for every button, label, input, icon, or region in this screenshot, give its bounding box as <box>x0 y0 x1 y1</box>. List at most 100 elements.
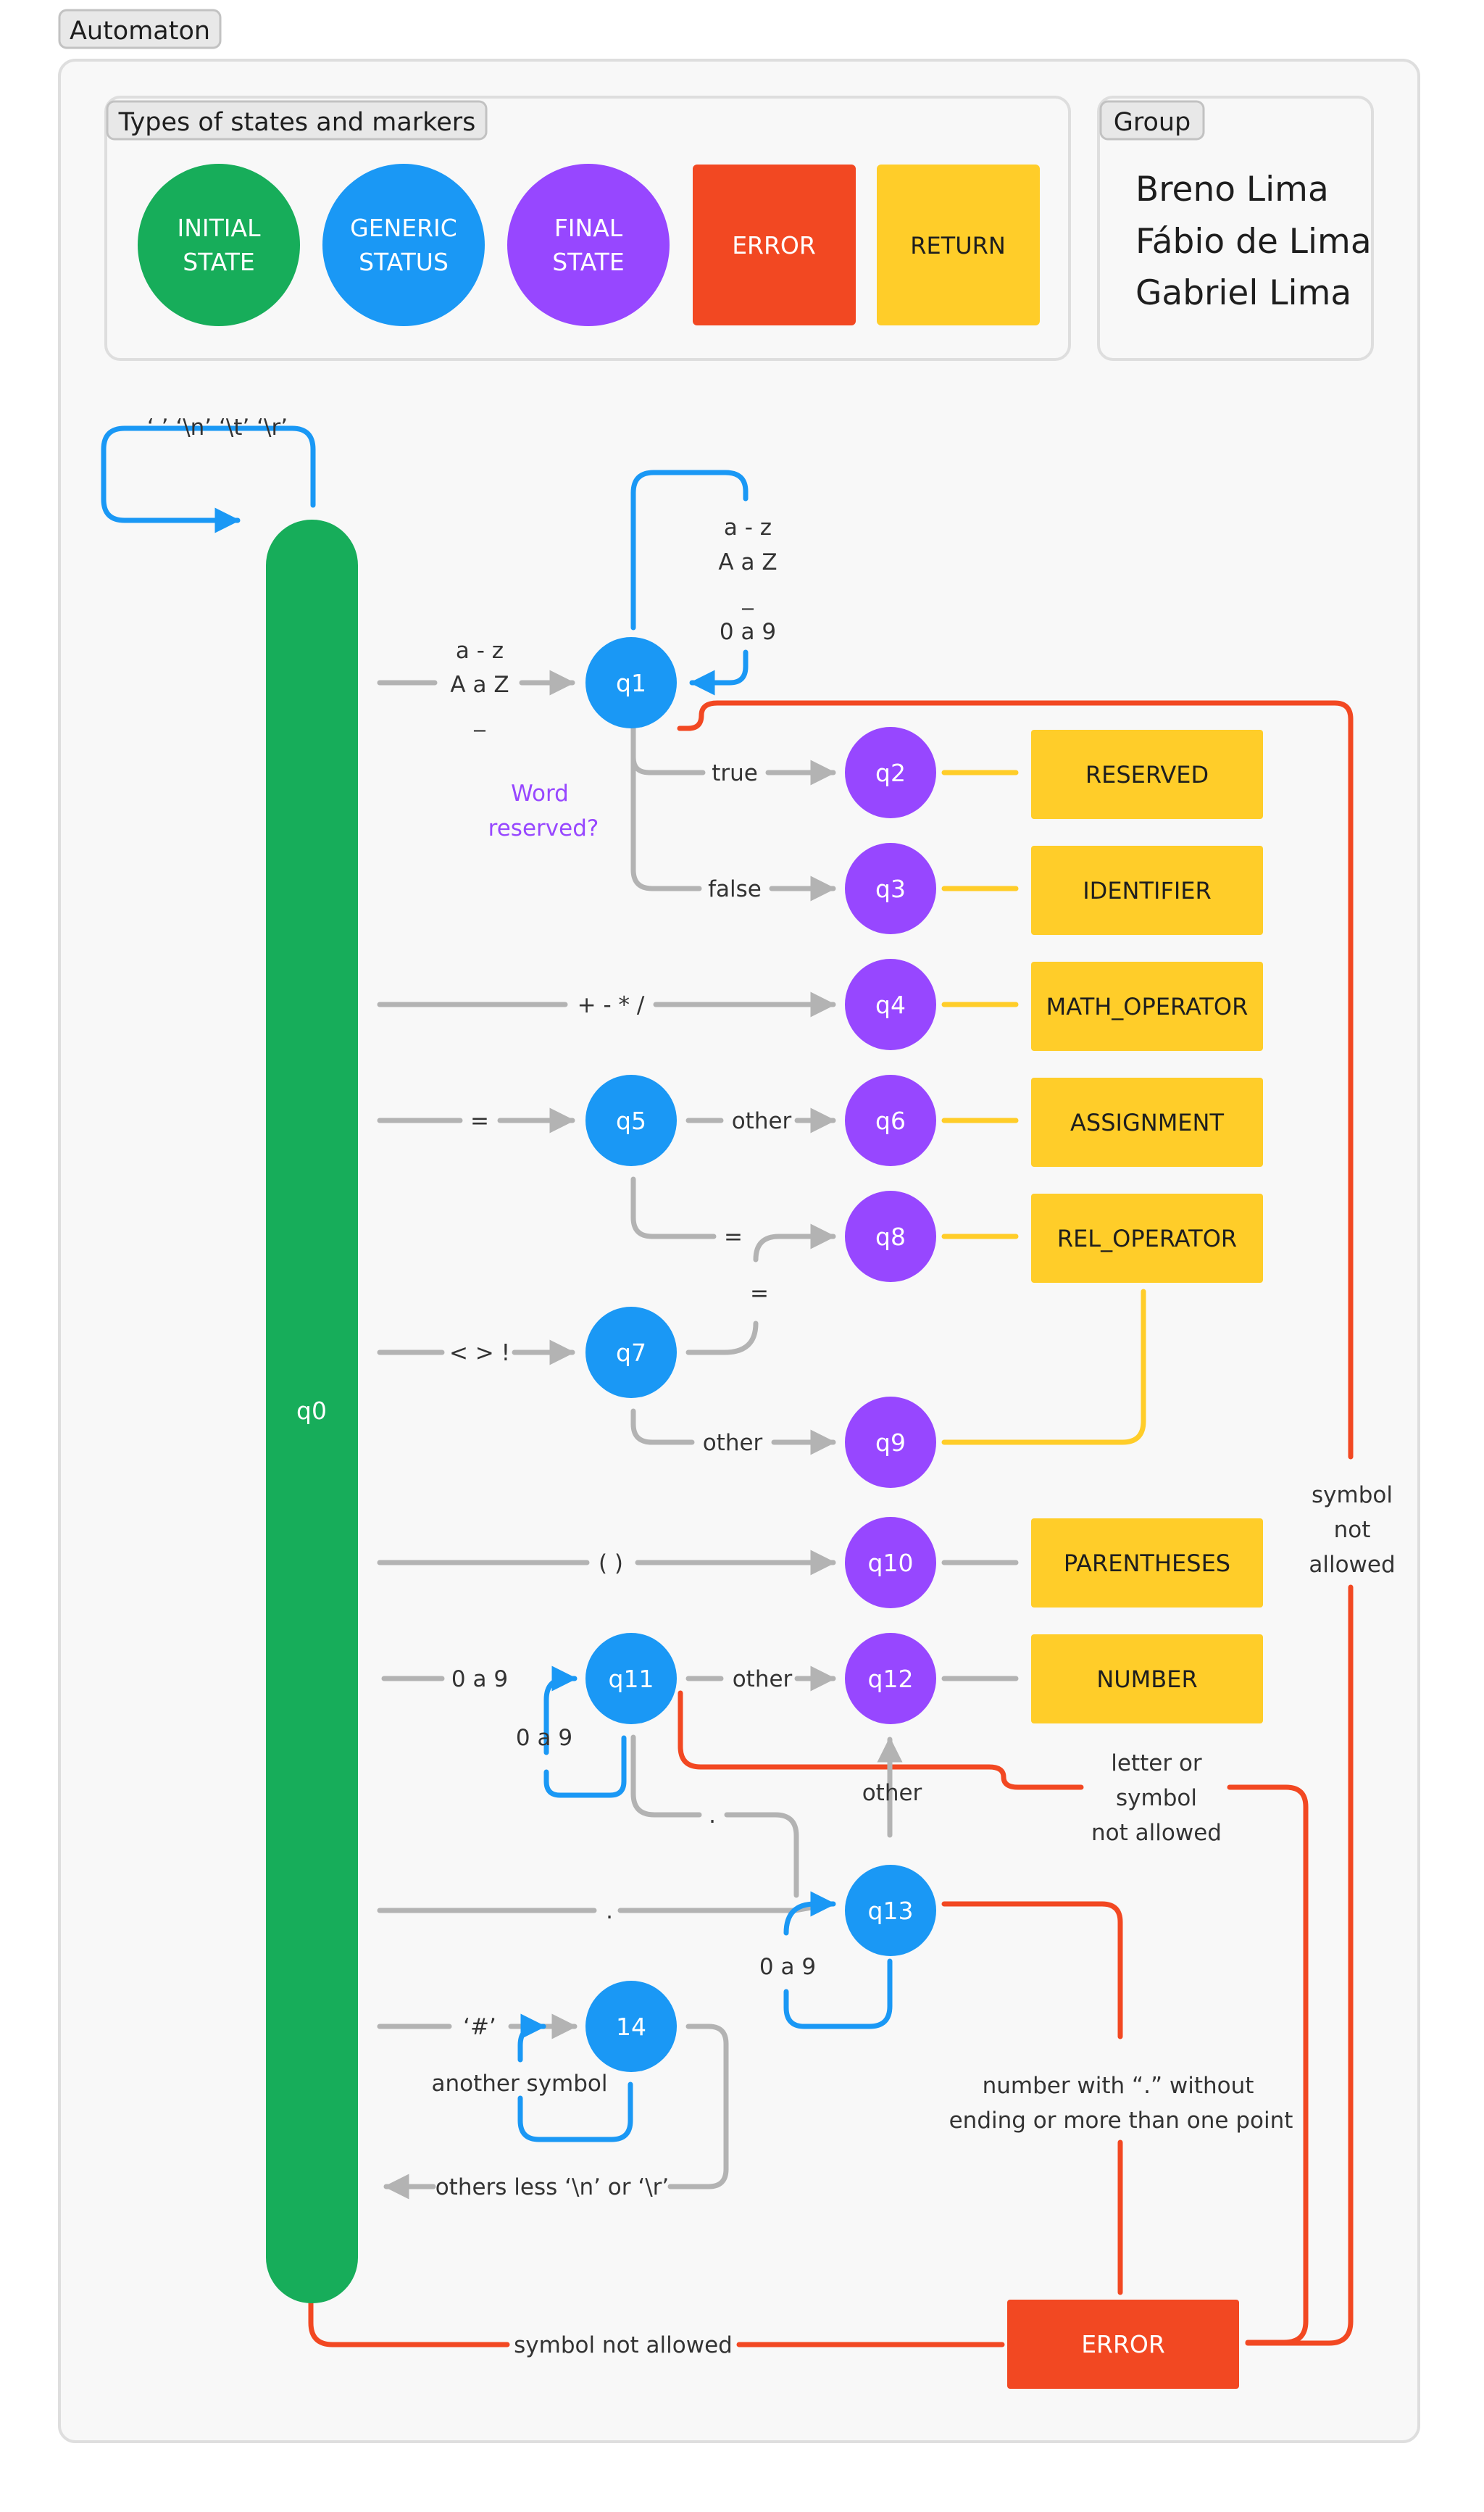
token-rel-operator-label: REL_OPERATOR <box>1057 1225 1237 1252</box>
state-q1: q1 <box>585 637 677 728</box>
legend-generic-line1: GENERIC <box>350 214 457 242</box>
edge-q1-error-b <box>1245 1584 1354 2346</box>
label-true: true <box>712 760 758 786</box>
label-dot-q0: . <box>606 1898 613 1924</box>
label-q0-q1-3: _ <box>473 706 485 732</box>
label-other-q6: other <box>732 1108 792 1134</box>
state-q4-label: q4 <box>875 991 906 1019</box>
state-q11: q11 <box>585 1633 677 1724</box>
label-another-symbol: another symbol <box>431 2071 607 2097</box>
state-q12-label: q12 <box>868 1665 914 1693</box>
label-rel-chars: < > ! <box>449 1340 510 1366</box>
label-q0-q1-1: a - z <box>456 638 504 664</box>
token-error: ERROR <box>1007 2300 1239 2389</box>
error-edges <box>308 700 1354 2347</box>
legend-return-label: RETURN <box>910 232 1006 259</box>
state-q10: q10 <box>845 1517 936 1608</box>
edge-q5-q8 <box>630 1176 717 1239</box>
label-letter-symbol-1: letter or <box>1111 1750 1202 1776</box>
token-error-label: ERROR <box>1081 2330 1165 2358</box>
state-q7-label: q7 <box>616 1339 646 1367</box>
label-whitespace: ‘ ’ ‘\n’ ‘\t’ ‘\r’ <box>147 415 288 441</box>
state-q9-label: q9 <box>875 1428 906 1457</box>
state-q0: q0 <box>266 520 358 2303</box>
group-member-3: Gabriel Lima <box>1135 273 1351 313</box>
state-q0-label: q0 <box>296 1397 327 1425</box>
label-other-q9: other <box>703 1430 763 1456</box>
legend-initial-state <box>138 164 300 326</box>
legend-initial-line2: STATE <box>183 248 255 276</box>
state-q8-label: q8 <box>875 1223 906 1251</box>
token-number: NUMBER <box>1031 1634 1263 1723</box>
label-word-reserved-2: reserved? <box>488 815 599 841</box>
label-other-q12: other <box>733 1666 793 1692</box>
label-digits-q11-loop: 0 a 9 <box>516 1725 572 1751</box>
token-math-operator: MATH_OPERATOR <box>1031 962 1263 1051</box>
label-letter-symbol-2: symbol <box>1116 1785 1197 1811</box>
state-q7: q7 <box>585 1307 677 1398</box>
label-other-q13: other <box>862 1780 922 1806</box>
group-frame: Group Breno Lima Fábio de Lima Gabriel L… <box>1097 96 1374 361</box>
legend-generic-line2: STATUS <box>359 248 449 276</box>
label-others-less: others less ‘\n’ or ‘\r’ <box>435 2174 670 2200</box>
label-symbol-not-allowed-1: symbol <box>1312 1482 1393 1508</box>
edge-q11-error-b <box>1227 1784 1309 2345</box>
automaton-frame <box>58 59 1420 2443</box>
edge-q11-q13 <box>724 1812 799 1898</box>
label-symbol-not-allowed-2: not <box>1334 1517 1371 1543</box>
state-q9: q9 <box>845 1397 936 1488</box>
page-title: Automaton <box>70 17 210 46</box>
state-q2-label: q2 <box>875 759 906 787</box>
group-member-1: Breno Lima <box>1135 170 1329 209</box>
state-q3-label: q3 <box>875 875 906 903</box>
legend-error <box>693 165 856 325</box>
legend-final-state <box>507 164 670 326</box>
state-q14-label: 14 <box>616 2013 646 2041</box>
label-letter-symbol-3: not allowed <box>1091 1820 1222 1846</box>
state-q5: q5 <box>585 1075 677 1166</box>
label-number-dot-2: ending or more than one point <box>949 2108 1293 2134</box>
edge-q0-whitespace-loop <box>101 425 316 533</box>
edge-q7-q8 <box>753 1223 836 1263</box>
edge-q0-error-a <box>308 2298 510 2347</box>
label-q1-loop-4: 0 a 9 <box>720 619 776 645</box>
legend-initial-line1: INITIAL <box>177 214 261 242</box>
legend-title: Types of states and markers <box>118 108 476 137</box>
automaton-tab: Automaton <box>58 9 222 49</box>
state-q12: q12 <box>845 1633 936 1724</box>
label-false: false <box>708 876 762 902</box>
label-symbol-not-allowed-3: allowed <box>1309 1552 1395 1578</box>
token-rel-operator: REL_OPERATOR <box>1031 1194 1263 1283</box>
label-digits-q13-loop: 0 a 9 <box>759 1954 816 1980</box>
state-q14: 14 <box>585 1981 677 2072</box>
state-q13-label: q13 <box>868 1897 914 1925</box>
label-hash: ‘#’ <box>463 2014 496 2040</box>
label-q1-loop-3: _ <box>741 584 754 610</box>
label-paren: ( ) <box>599 1550 623 1576</box>
legend-generic-status <box>322 164 485 326</box>
state-q6-label: q6 <box>875 1107 906 1135</box>
label-eq-q7-q8: = <box>750 1281 769 1307</box>
label-q1-loop-2: A a Z <box>718 549 777 575</box>
edge-q1-error-a <box>677 700 1354 1460</box>
legend-error-label: ERROR <box>732 231 816 259</box>
label-dot-q11: . <box>709 1802 716 1829</box>
token-identifier: IDENTIFIER <box>1031 846 1263 935</box>
token-assignment: ASSIGNMENT <box>1031 1078 1263 1167</box>
state-q10-label: q10 <box>868 1549 914 1577</box>
loop-edges <box>101 425 893 2142</box>
token-reserved-label: RESERVED <box>1085 761 1209 789</box>
state-q13: q13 <box>845 1865 936 1956</box>
token-identifier-label: IDENTIFIER <box>1083 877 1212 904</box>
edge-q13-loop <box>783 1891 836 1936</box>
edge-q13-error-a <box>941 1901 1123 2039</box>
state-q8: q8 <box>845 1191 936 1282</box>
label-math-ops: + - * / <box>578 992 645 1018</box>
label-digits-q11: 0 a 9 <box>451 1666 508 1692</box>
legend-frame: Types of states and markers INITIAL STAT… <box>104 96 1071 361</box>
label-q1-loop-1: a - z <box>724 515 772 541</box>
label-symbol-not-allowed-bottom: symbol not allowed <box>514 2332 733 2358</box>
legend-return <box>877 165 1040 325</box>
state-q11-label: q11 <box>609 1665 654 1693</box>
